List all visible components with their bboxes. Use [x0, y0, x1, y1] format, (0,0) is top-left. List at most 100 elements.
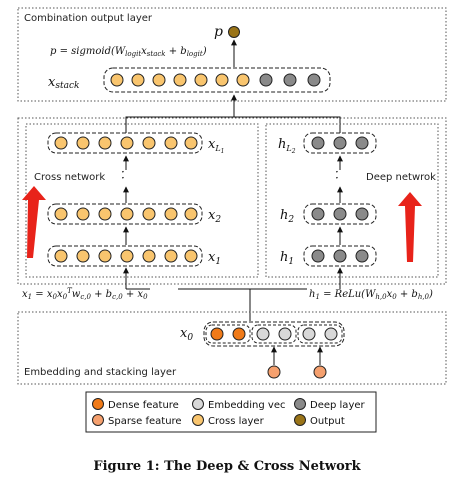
- deep-network-box: [265, 123, 439, 278]
- x-stack-deep-node: [283, 73, 297, 87]
- h-L2-label: hL2: [278, 137, 296, 155]
- embedding-node: [278, 327, 292, 341]
- deep-layer-hL2-box: [303, 132, 377, 154]
- deep-node: [355, 249, 369, 263]
- legend-item-sparse: Sparse feature: [92, 414, 182, 427]
- deep-network-label: Deep netwrok: [366, 172, 436, 183]
- h1-formula: h1 = ReLu(Wh,0x0 + bh,0): [309, 289, 433, 301]
- cross-layer-x1-nodes: [54, 249, 198, 263]
- deep-node: [355, 207, 369, 221]
- cross-node: [76, 249, 90, 263]
- x-stack-label: xstack: [48, 75, 79, 91]
- x-stack-cross-node: [236, 73, 250, 87]
- cross-node: [98, 249, 112, 263]
- cross-node: [76, 207, 90, 221]
- cross-to-stack-connector: [125, 116, 341, 133]
- sparse-feature-node: [313, 365, 327, 379]
- deep-ellipsis: ·: [335, 171, 339, 185]
- deep-node: [311, 207, 325, 221]
- deep-node: [333, 207, 347, 221]
- embedding-layer-box: [17, 311, 447, 385]
- deep-layer-h1-box: [303, 245, 377, 267]
- cross-node: [184, 136, 198, 150]
- p-label: p: [214, 24, 223, 40]
- x0-embed-group-1: [251, 324, 297, 344]
- legend-item-dense: Dense feature: [92, 398, 179, 411]
- x1-label: x1: [208, 250, 221, 267]
- h2-label: h2: [280, 208, 294, 225]
- deep-layer-hL2-nodes: [311, 136, 369, 150]
- legend-item-cross: Cross layer: [192, 414, 265, 427]
- x-stack-cross-node: [194, 73, 208, 87]
- legend-output-swatch: [294, 414, 306, 426]
- legend-item-embedding: Embedding vec: [192, 398, 285, 411]
- cross-layer-xL1-box: [47, 132, 203, 154]
- cross-node: [184, 207, 198, 221]
- cross-ellipsis: ·: [121, 171, 125, 185]
- deep-layer-h2-box: [303, 203, 377, 225]
- embedding-layer-label: Embedding and stacking layer: [24, 367, 177, 378]
- cross-node: [164, 207, 178, 221]
- combination-output-layer-box: [17, 7, 447, 102]
- deep-layer-h2-nodes: [311, 207, 369, 221]
- cross-node: [120, 207, 134, 221]
- x-stack-cross-node: [131, 73, 145, 87]
- legend-embedding-label: Embedding vec: [208, 400, 285, 411]
- cross-layer-xL1-nodes: [54, 136, 198, 150]
- cross-node: [98, 136, 112, 150]
- cross-ellipsis: ·: [121, 165, 125, 179]
- cross-node: [142, 249, 156, 263]
- legend-sparse-swatch: [92, 414, 104, 426]
- p-formula: p = sigmoid(Wlogitxstack + blogit): [50, 46, 207, 58]
- legend-output-label: Output: [310, 416, 345, 427]
- x0-embed-group-2: [297, 324, 343, 344]
- cross-network-box: [25, 123, 259, 278]
- output-node: [228, 26, 240, 38]
- embedding-node: [324, 327, 338, 341]
- deep-node: [311, 249, 325, 263]
- x0-dense-group: [205, 324, 251, 344]
- cross-node: [54, 207, 68, 221]
- legend-item-deep: Deep layer: [294, 398, 366, 411]
- x-stack-cross-node: [215, 73, 229, 87]
- x-L1-label: xL1: [208, 137, 224, 155]
- cross-node: [76, 136, 90, 150]
- cross-layer-x2-box: [47, 203, 203, 225]
- legend-cross-label: Cross layer: [208, 416, 265, 427]
- x2-label: x2: [208, 208, 221, 225]
- legend-deep-swatch: [294, 398, 306, 410]
- legend-dense-swatch: [92, 398, 104, 410]
- cross-node: [54, 249, 68, 263]
- legend-item-output: Output: [294, 414, 345, 427]
- x0-nodes: [210, 327, 338, 341]
- embedding-node: [302, 327, 316, 341]
- legend-cross-swatch: [192, 414, 204, 426]
- deep-node: [355, 136, 369, 150]
- sparse-feature-node: [267, 365, 281, 379]
- cross-layer-x1-box: [47, 245, 203, 267]
- legend-dense-label: Dense feature: [108, 400, 179, 411]
- cross-node: [98, 207, 112, 221]
- x-stack-box: [103, 67, 331, 93]
- x-stack-cross-node: [173, 73, 187, 87]
- x-stack-cross-node: [152, 73, 166, 87]
- cross-layer-x2-nodes: [54, 207, 198, 221]
- cross-network-red-arrow: [22, 186, 46, 258]
- embedding-node: [256, 327, 270, 341]
- cross-node: [120, 249, 134, 263]
- cross-node: [142, 207, 156, 221]
- legend-sparse-label: Sparse feature: [108, 416, 182, 427]
- x-stack-deep-node: [307, 73, 321, 87]
- x0-label: x0: [180, 326, 193, 343]
- deep-node: [311, 136, 325, 150]
- dense-node: [232, 327, 246, 341]
- cross-node: [184, 249, 198, 263]
- x-stack-nodes: [110, 73, 321, 87]
- figure-caption: Figure 1: The Deep & Cross Network: [93, 459, 361, 474]
- legend-embedding-swatch: [192, 398, 204, 410]
- legend-deep-label: Deep layer: [310, 400, 366, 411]
- cross-node: [120, 136, 134, 150]
- legend-box: [85, 391, 377, 433]
- cross-network-label: Cross network: [34, 172, 105, 183]
